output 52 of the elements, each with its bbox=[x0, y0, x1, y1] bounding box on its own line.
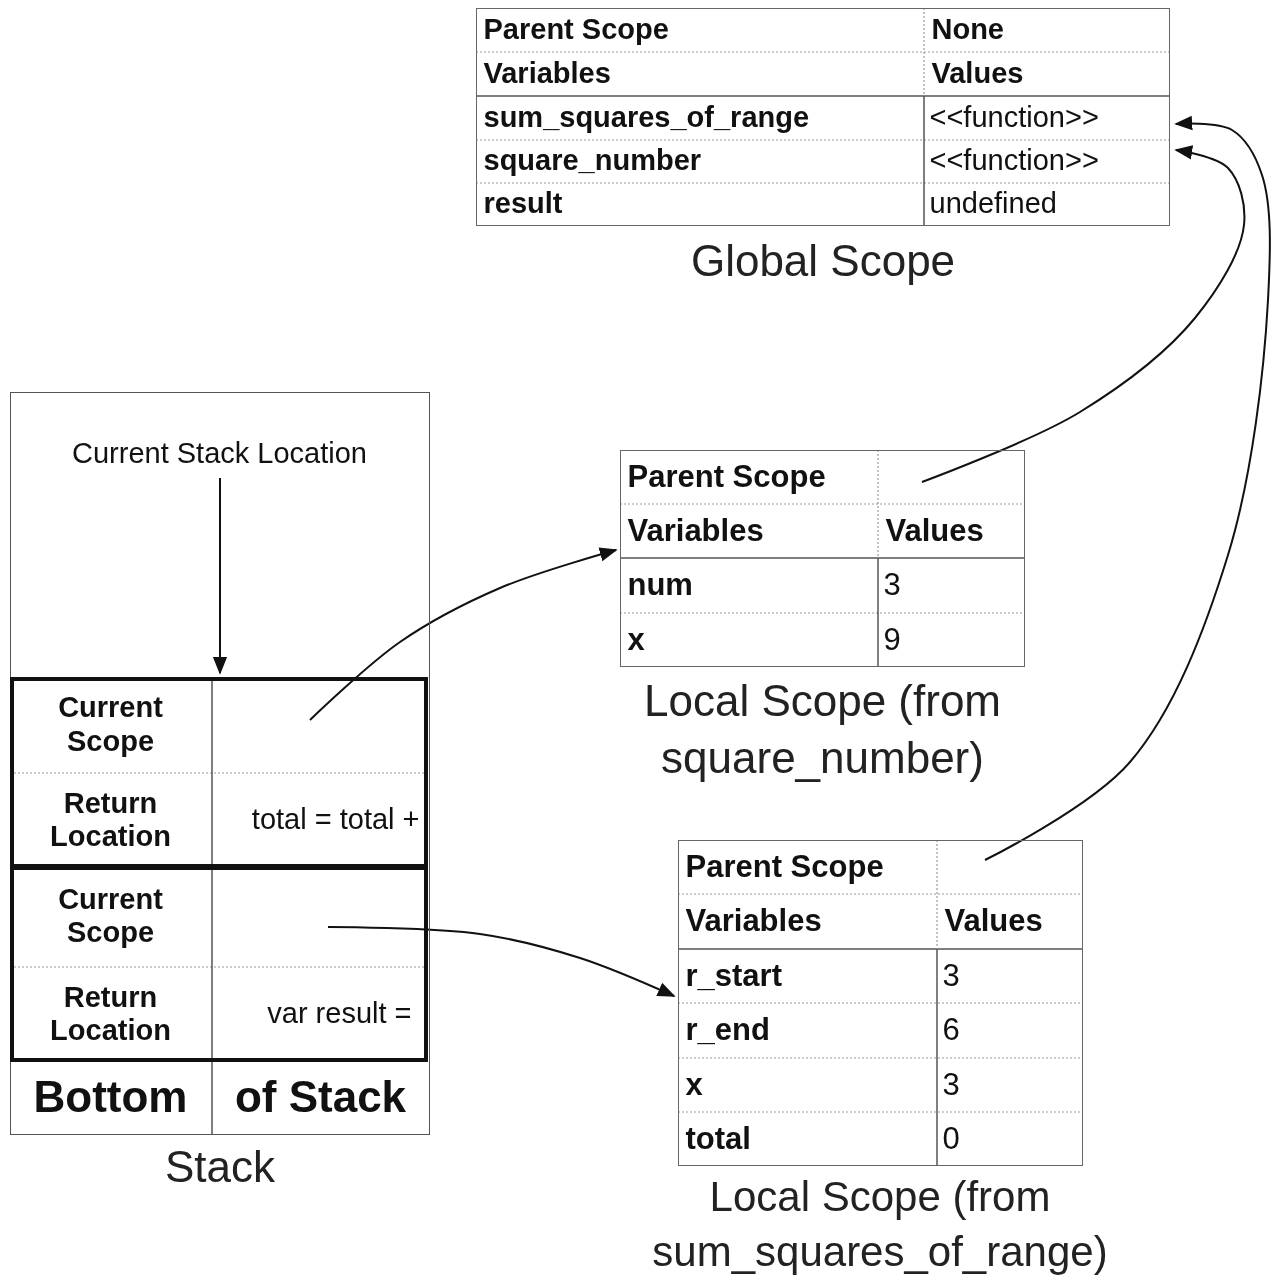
table-caption: Local Scope (from sum_squares_of_range) bbox=[651, 1172, 1109, 1277]
arrow bbox=[309, 547, 618, 721]
variable-value: 0 bbox=[941, 1119, 961, 1158]
table-caption: Stack bbox=[163, 1141, 276, 1193]
variable-name: square_number bbox=[482, 143, 703, 179]
table-header: Values bbox=[884, 511, 985, 550]
variable-value: 6 bbox=[941, 1011, 961, 1050]
arrow bbox=[327, 926, 676, 997]
variable-value: undefined bbox=[928, 186, 1058, 222]
frame-field-label: Return Location bbox=[49, 979, 172, 1048]
table-header: Values bbox=[930, 55, 1025, 91]
variable-name: result bbox=[482, 186, 564, 222]
code-text: var result = bbox=[266, 996, 413, 1032]
scope-table bbox=[678, 840, 1083, 1166]
variable-name: x bbox=[684, 1065, 704, 1104]
variable-value: <<function>> bbox=[928, 99, 1100, 135]
variable-name: x bbox=[626, 620, 646, 659]
variable-value: 3 bbox=[882, 566, 902, 605]
table-header: Values bbox=[943, 902, 1044, 941]
stack-bottom-text: Bottom bbox=[32, 1070, 189, 1123]
variable-name: r_start bbox=[684, 956, 783, 995]
arrow bbox=[212, 477, 228, 675]
table-header: None bbox=[930, 11, 1005, 47]
frame-field-label: Current Scope bbox=[57, 881, 164, 950]
variable-value: 9 bbox=[882, 620, 902, 659]
variable-value: <<function>> bbox=[928, 143, 1100, 179]
arrow bbox=[921, 145, 1246, 483]
variable-name: sum_squares_of_range bbox=[482, 99, 811, 135]
variable-value: 3 bbox=[941, 956, 961, 995]
table-header: Parent Scope bbox=[482, 11, 670, 47]
table-header: Variables bbox=[684, 902, 823, 941]
scope-table bbox=[620, 450, 1025, 667]
variable-name: r_end bbox=[684, 1011, 771, 1050]
variable-name: num bbox=[626, 566, 694, 605]
scope-table bbox=[476, 8, 1170, 226]
stack-frame bbox=[9, 676, 428, 868]
stack-bottom-text: of Stack bbox=[233, 1070, 408, 1123]
table-header: Parent Scope bbox=[684, 847, 885, 886]
table-caption: Local Scope (from square_number) bbox=[642, 675, 1003, 785]
table-header: Variables bbox=[482, 55, 612, 91]
table-caption: Global Scope bbox=[689, 235, 957, 287]
table-header: Parent Scope bbox=[626, 457, 827, 496]
variable-name: total bbox=[684, 1119, 752, 1158]
stack-frame bbox=[9, 865, 428, 1062]
frame-field-label: Return Location bbox=[49, 785, 172, 854]
frame-field-label: Current Scope bbox=[57, 690, 164, 759]
variable-value: 3 bbox=[941, 1065, 961, 1104]
location-label: Current Stack Location bbox=[19, 429, 420, 478]
stack-box bbox=[10, 392, 430, 1135]
code-text: total = total + bbox=[250, 802, 421, 838]
arrow bbox=[984, 115, 1271, 861]
table-header: Variables bbox=[626, 511, 765, 550]
